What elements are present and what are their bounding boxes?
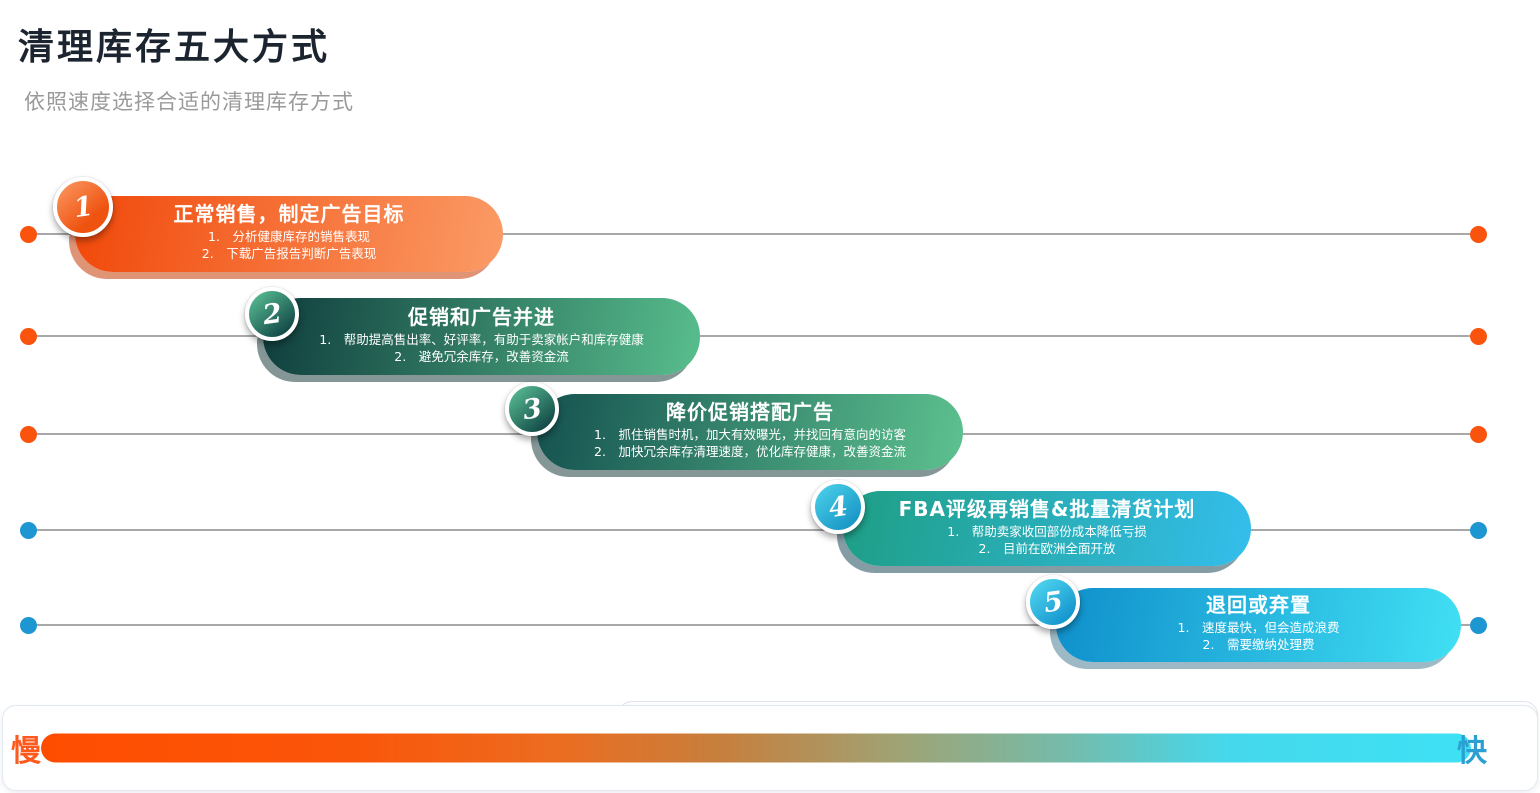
- method-points-2: 帮助提高售出率、好评率，有助于卖家帐户和库存健康 避免冗余库存，改善资金流: [293, 332, 670, 366]
- method-point: 抓住销售时机，加大有效曝光，并找回有意向的访客: [618, 427, 906, 443]
- step-number-5: 5: [1041, 585, 1065, 619]
- method-point: 需要缴纳处理费: [1226, 637, 1315, 652]
- timeline-dot-left-5: [20, 617, 37, 634]
- step-number-1: 1: [71, 190, 95, 224]
- step-number-4: 4: [826, 490, 850, 524]
- method-card-5: 退回或弃置 速度最快，但会造成浪费 需要缴纳处理费: [1056, 588, 1461, 662]
- connector-line-2: [36, 335, 1470, 337]
- method-points-4: 帮助卖家收回部份成本降低亏损 目前在欧洲全面开放: [873, 524, 1221, 558]
- method-title-1: 正常销售，制定广告目标: [173, 202, 405, 227]
- method-points-3: 抓住销售时机，加大有效曝光，并找回有意向的访客 加快冗余库存清理速度，优化库存健…: [567, 427, 933, 461]
- method-points-5: 速度最快，但会造成浪费 需要缴纳处理费: [1086, 620, 1431, 654]
- method-card-3: 降价促销搭配广告 抓住销售时机，加大有效曝光，并找回有意向的访客 加快冗余库存清…: [537, 394, 963, 470]
- method-point: 速度最快，但会造成浪费: [1201, 620, 1340, 636]
- connector-line-5: [36, 624, 1470, 626]
- timeline-dot-left-1: [20, 226, 37, 243]
- method-title-2: 促销和广告并进: [408, 304, 555, 329]
- step-badge-4: 4: [811, 480, 865, 534]
- method-point: 避免冗余库存，改善资金流: [418, 348, 569, 364]
- speed-gradient-bar: [41, 733, 1471, 763]
- timeline-dot-right-4: [1470, 522, 1487, 539]
- page-title: 清理库存五大方式: [18, 26, 331, 68]
- connector-line-1: [36, 233, 1470, 235]
- fast-label: 快: [1457, 734, 1487, 769]
- method-point: 目前在欧洲全面开放: [1002, 540, 1116, 556]
- method-card-2: 促销和广告并进 帮助提高售出率、好评率，有助于卖家帐户和库存健康 避免冗余库存，…: [263, 298, 700, 375]
- step-badge-3: 3: [505, 382, 559, 436]
- method-title-5: 退回或弃置: [1206, 593, 1311, 618]
- method-point: 分析健康库存的销售表现: [232, 229, 370, 245]
- step-badge-5: 5: [1026, 575, 1080, 629]
- connector-line-4: [36, 529, 1470, 531]
- method-point: 帮助卖家收回部份成本降低亏损: [971, 523, 1147, 539]
- method-points-1: 分析健康库存的销售表现 下载广告报告判断广告表现: [105, 229, 473, 263]
- slow-label: 慢: [11, 734, 41, 769]
- method-point: 下载广告报告判断广告表现: [226, 246, 377, 261]
- timeline-dot-left-3: [20, 426, 37, 443]
- timeline-dot-left-4: [20, 522, 37, 539]
- step-number-2: 2: [260, 297, 284, 331]
- method-title-3: 降价促销搭配广告: [666, 400, 834, 425]
- timeline-dot-left-2: [20, 328, 37, 345]
- speed-scale-card: 慢 快: [2, 705, 1538, 791]
- timeline-dot-right-3: [1470, 426, 1487, 443]
- method-card-4: FBA评级再销售&批量清货计划 帮助卖家收回部份成本降低亏损 目前在欧洲全面开放: [843, 491, 1251, 566]
- timeline-dot-right-5: [1470, 617, 1487, 634]
- timeline-dot-right-2: [1470, 328, 1487, 345]
- step-badge-2: 2: [245, 287, 299, 341]
- page-subtitle: 依照速度选择合适的清理库存方式: [24, 90, 354, 114]
- step-badge-1: 1: [53, 177, 113, 237]
- step-number-3: 3: [520, 392, 544, 426]
- method-point: 帮助提高售出率、好评率，有助于卖家帐户和库存健康: [343, 331, 644, 347]
- timeline-dot-right-1: [1470, 226, 1487, 243]
- method-card-1: 正常销售，制定广告目标 分析健康库存的销售表现 下载广告报告判断广告表现: [75, 196, 503, 272]
- method-point: 加快冗余库存清理速度，优化库存健康，改善资金流: [618, 444, 906, 459]
- method-title-4: FBA评级再销售&批量清货计划: [898, 496, 1196, 521]
